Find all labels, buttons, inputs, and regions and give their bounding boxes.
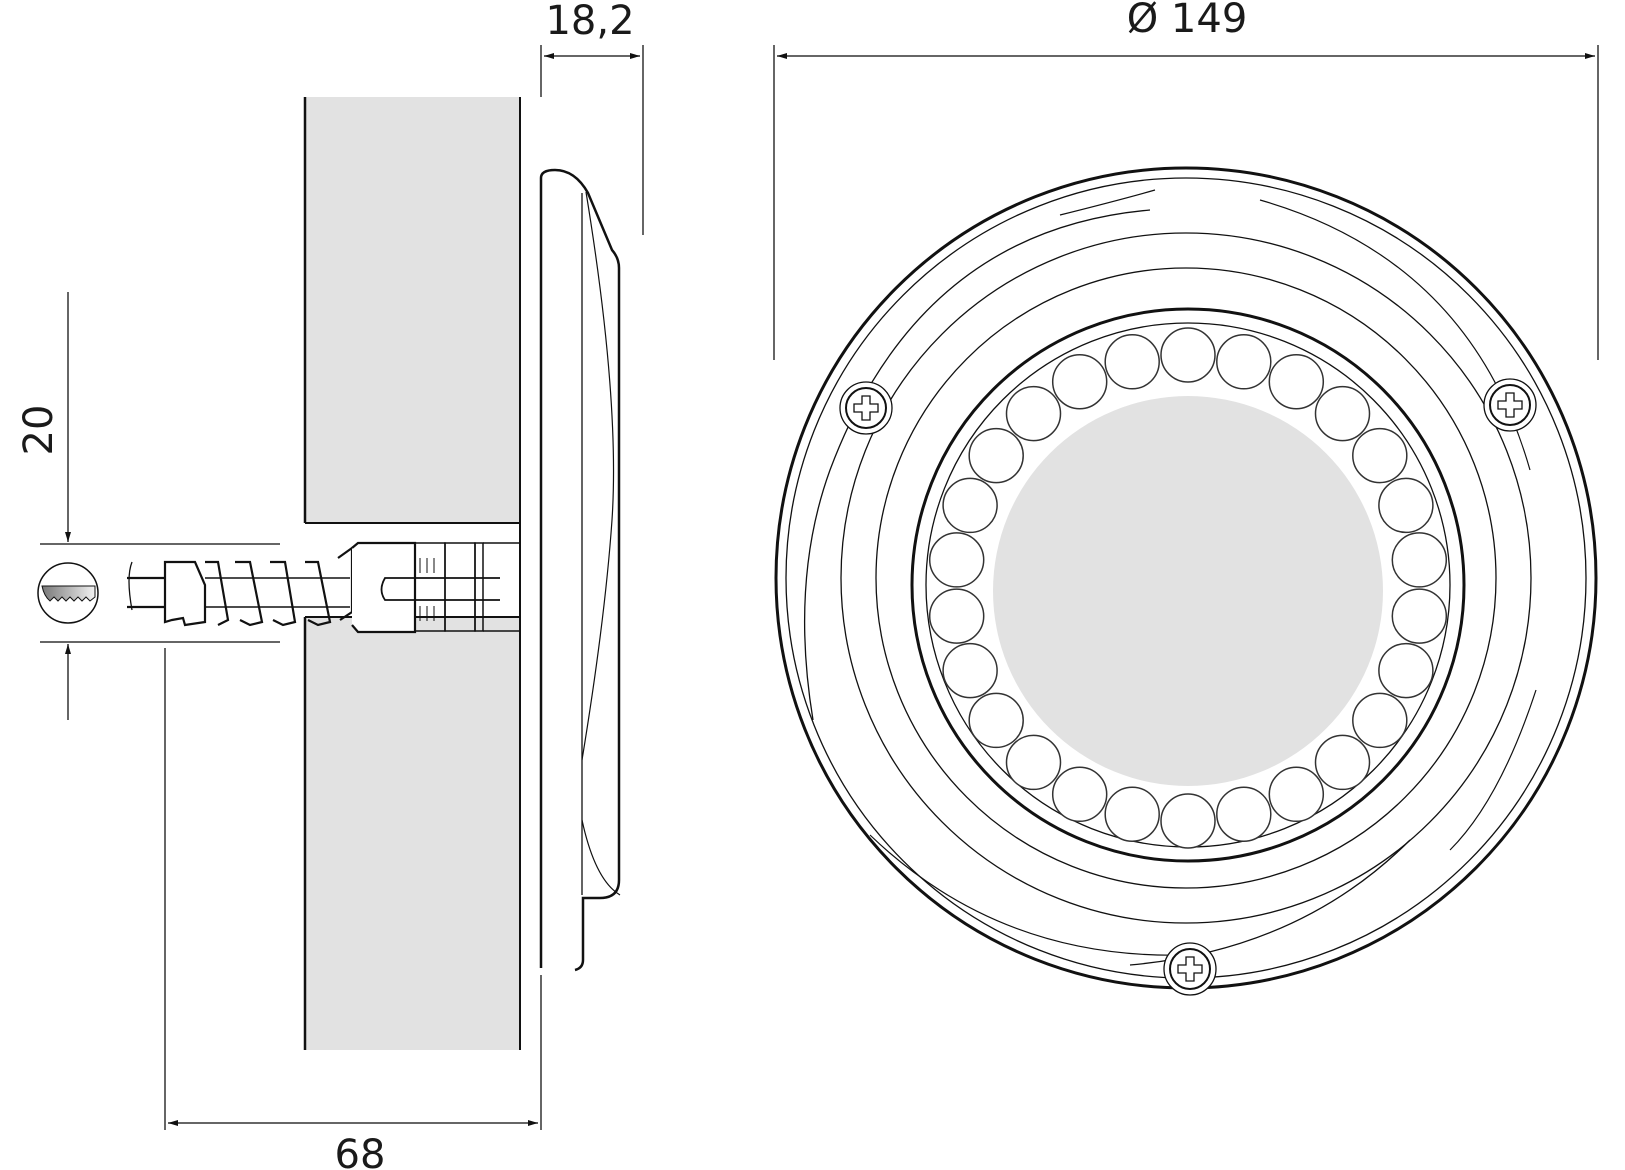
spring-clip-connector — [127, 541, 520, 634]
dimension-total-depth — [164, 648, 542, 1130]
dimension-label-cutout-height: 20 — [16, 405, 62, 456]
led — [1051, 766, 1108, 823]
wall-section-lower — [305, 617, 520, 1050]
led — [1216, 334, 1272, 390]
dimension-cutout-height — [40, 292, 280, 720]
phillips-screw-icon — [1163, 942, 1217, 996]
led — [1005, 385, 1062, 442]
led — [928, 532, 985, 588]
led — [1268, 353, 1325, 410]
luminaire-side-profile — [539, 168, 621, 972]
front-view: Ø 149 — [773, 0, 1599, 996]
led-ring — [928, 327, 1448, 849]
phillips-screw-icon — [1483, 378, 1537, 432]
led — [942, 642, 998, 699]
led — [968, 692, 1024, 749]
led — [1391, 588, 1448, 644]
dimension-diameter — [773, 45, 1599, 360]
side-view: 20 68 18,2 — [16, 0, 644, 1170]
led — [1378, 642, 1434, 699]
led — [928, 588, 985, 644]
led — [1051, 353, 1108, 410]
phillips-screw-icon — [839, 381, 893, 435]
dimension-label-total-depth: 68 — [335, 1132, 386, 1170]
wall-section-upper — [305, 97, 520, 523]
led — [1391, 532, 1448, 588]
led — [1216, 786, 1272, 842]
hole-saw-icon — [37, 562, 99, 624]
led — [968, 427, 1024, 484]
led — [1160, 327, 1216, 383]
led-lens — [993, 396, 1383, 786]
led — [1378, 477, 1434, 534]
led — [1160, 793, 1216, 849]
led — [1005, 734, 1062, 791]
dimension-label-diameter: Ø 149 — [1127, 0, 1248, 42]
led — [1352, 427, 1408, 484]
led — [1314, 385, 1371, 442]
led — [1104, 786, 1160, 842]
led — [1104, 334, 1160, 390]
led — [942, 477, 998, 534]
dimension-front-depth — [540, 45, 644, 235]
led — [1268, 766, 1325, 823]
dimension-label-front-depth: 18,2 — [545, 0, 634, 44]
led — [1352, 692, 1408, 749]
led — [1314, 734, 1371, 791]
